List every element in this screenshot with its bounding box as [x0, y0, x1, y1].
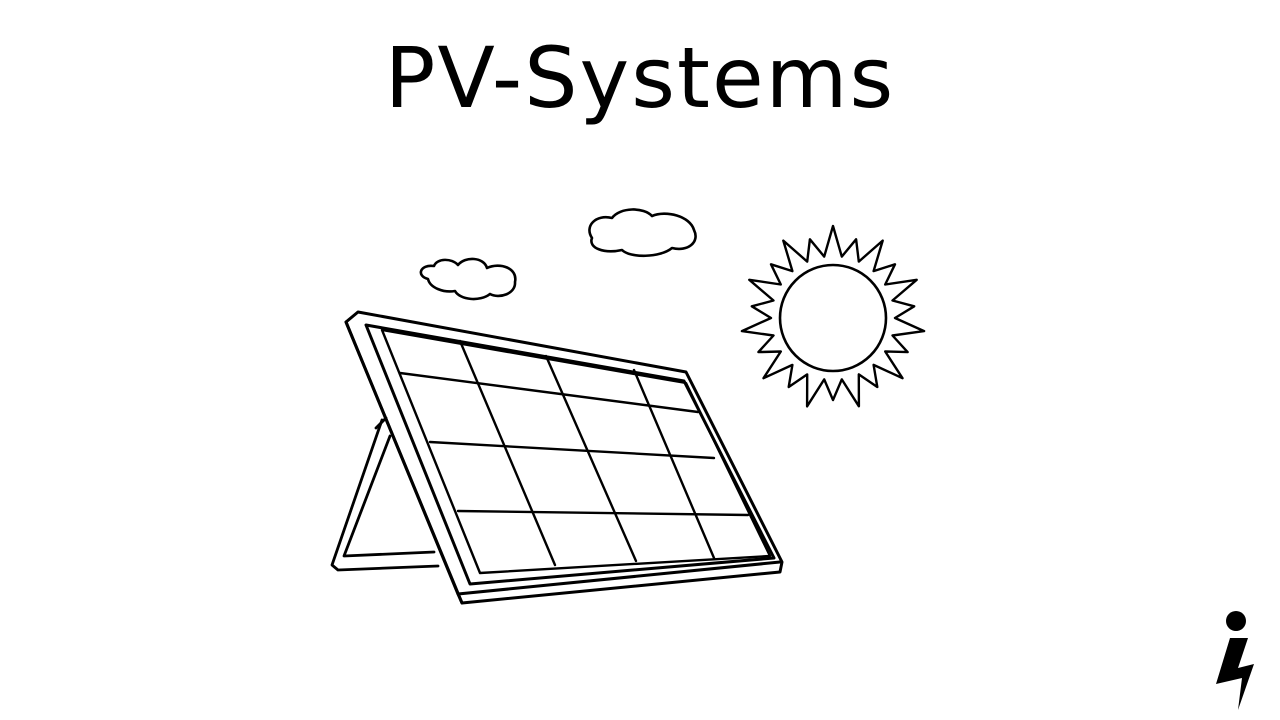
sun-icon: [740, 224, 926, 408]
solar-panel-icon: [330, 310, 784, 605]
panel-stand: [330, 416, 440, 572]
panel-cells: [380, 328, 772, 575]
page-title: PV-Systems: [384, 29, 896, 127]
lightning-person-logo-icon: [1216, 611, 1254, 710]
cloud-icon: [588, 208, 697, 258]
panel-frame: [344, 310, 784, 605]
cloud-icon: [419, 257, 517, 301]
